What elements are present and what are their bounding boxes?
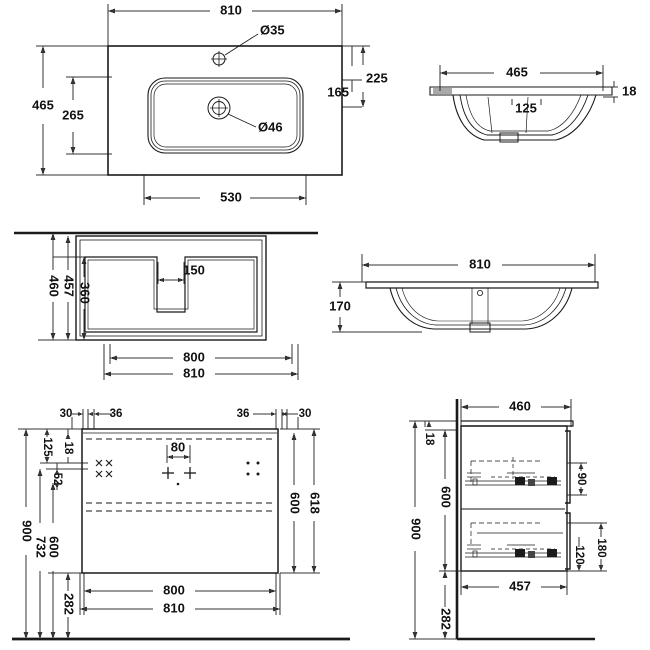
dim-plan-tap-back: 225 bbox=[366, 70, 388, 85]
dim-basin-front-height: 170 bbox=[329, 298, 351, 313]
dim-inset-right-36: 36 bbox=[237, 408, 250, 420]
dim-cabinet-height-600: 600 bbox=[47, 536, 62, 558]
dim-plan-bowl-width: 530 bbox=[220, 189, 242, 204]
view-cabinet-side-section: 460 18 600 900 282 457 90 120 180 bbox=[395, 395, 650, 650]
dim-cabinet-height-457: 457 bbox=[62, 275, 77, 297]
dim-floor-to-top-900: 900 bbox=[20, 520, 35, 542]
dim-side-floor-to-base-282: 282 bbox=[439, 608, 454, 630]
dim-panel-thickness-18: 18 bbox=[62, 442, 74, 455]
dim-plan-depth: 465 bbox=[32, 97, 54, 112]
dim-fixing-top-width-810: 810 bbox=[163, 600, 185, 615]
dim-centre-spacing-80: 80 bbox=[171, 439, 185, 454]
dim-side-rim-thickness: 18 bbox=[622, 83, 636, 98]
dim-edge-left-30: 30 bbox=[60, 408, 73, 420]
dim-floor-to-base-282: 282 bbox=[62, 593, 77, 615]
dim-drawer-lower-inner-120: 120 bbox=[573, 545, 585, 564]
dim-side-depth: 465 bbox=[506, 64, 528, 79]
dim-side-top-thickness-18: 18 bbox=[423, 433, 435, 446]
dim-side-bowl-inner: 125 bbox=[515, 100, 537, 115]
view-cabinet-front-fixing: 30 36 36 30 125 18 52 80 900 732 600 282… bbox=[0, 395, 380, 650]
dim-plan-bowl-depth: 265 bbox=[62, 107, 84, 122]
dim-drawer-lower-180: 180 bbox=[595, 538, 607, 557]
dim-cabinet-height-460: 460 bbox=[47, 275, 62, 297]
view-basin-side-section: 465 125 18 bbox=[400, 45, 650, 175]
dim-tap-hole-diameter: Ø35 bbox=[260, 22, 285, 37]
view-basin-top-plan: 810 530 465 265 225 165 Ø35 Ø46 bbox=[0, 0, 400, 215]
dim-drawer-upper-90: 90 bbox=[575, 473, 587, 486]
dim-side-depth-460: 460 bbox=[509, 398, 531, 413]
dim-edge-right-30: 30 bbox=[299, 408, 312, 420]
dim-waste-hole-diameter: Ø46 bbox=[258, 119, 283, 134]
dim-floor-to-fix-732: 732 bbox=[34, 536, 49, 558]
dim-cabinet-drawer-360: 360 bbox=[78, 282, 93, 304]
waste-hole-symbol bbox=[207, 96, 257, 128]
dim-side-floor-to-top-900: 900 bbox=[409, 518, 424, 540]
dim-plan-waste-back: 165 bbox=[327, 84, 349, 99]
dim-basin-front-width: 810 bbox=[469, 256, 491, 271]
dim-side-body-depth-457: 457 bbox=[509, 578, 531, 593]
fixing-marks bbox=[95, 459, 260, 486]
dim-side-cabinet-height-600: 600 bbox=[439, 486, 454, 508]
dim-plan-width: 810 bbox=[220, 2, 242, 17]
view-cabinet-front-open: 460 457 360 150 800 810 bbox=[0, 222, 370, 392]
tap-hole-symbol bbox=[211, 33, 259, 67]
dim-fixing-body-width-800: 800 bbox=[163, 582, 185, 597]
dim-handle-gap-150: 150 bbox=[183, 262, 205, 277]
dim-cabinet-body-width-800: 800 bbox=[183, 349, 205, 364]
dim-right-600: 600 bbox=[288, 492, 303, 514]
dim-inset-left-36: 36 bbox=[110, 408, 123, 420]
dim-right-618: 618 bbox=[308, 492, 323, 514]
dim-cabinet-top-width-810: 810 bbox=[183, 365, 205, 380]
dim-fix-spacing-52: 52 bbox=[51, 473, 63, 486]
dim-top-to-fix-125: 125 bbox=[41, 437, 53, 457]
view-basin-front: 810 170 bbox=[329, 240, 650, 350]
